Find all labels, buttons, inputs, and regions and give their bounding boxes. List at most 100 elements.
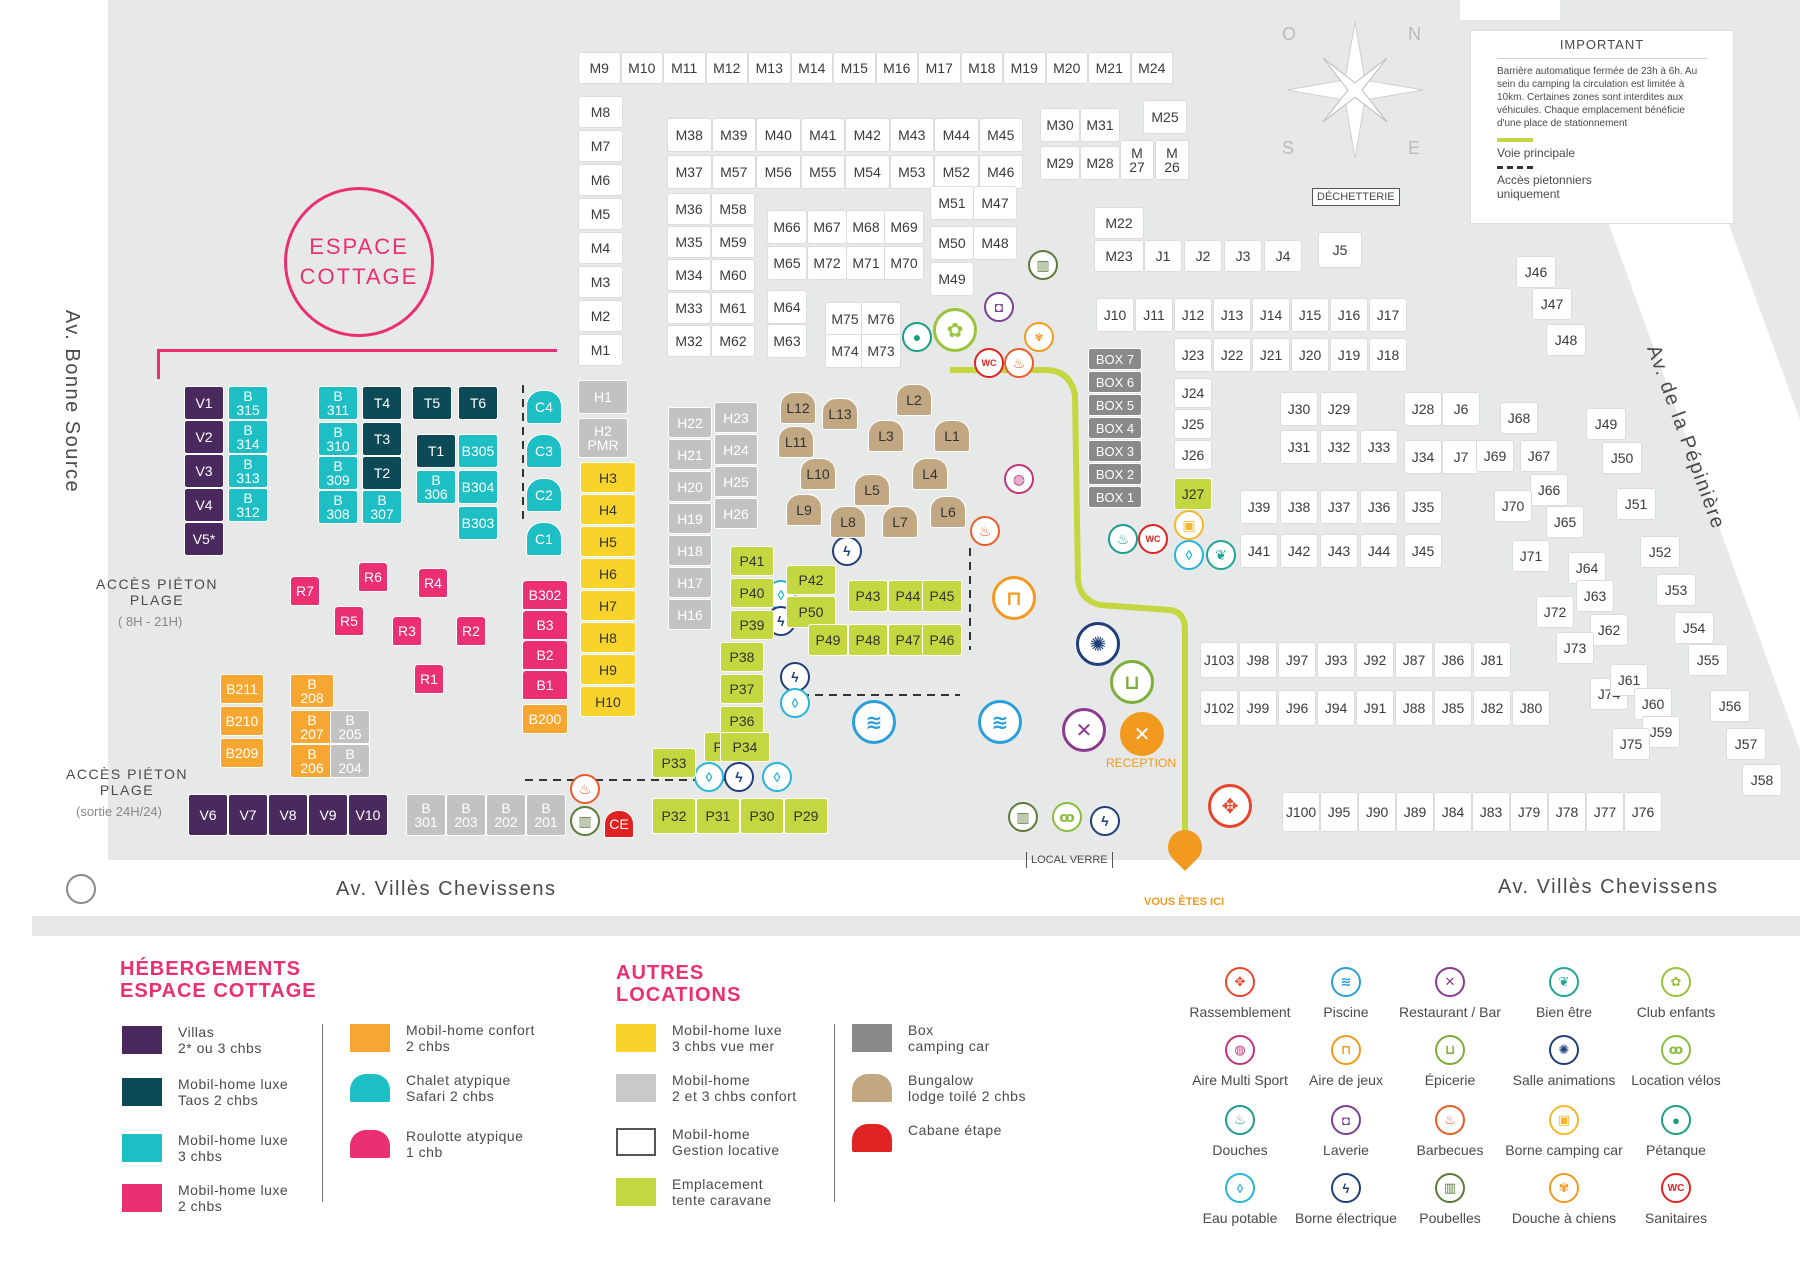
unit-h17[interactable]: H17 (668, 567, 712, 598)
unit-m17[interactable]: M17 (918, 52, 961, 84)
unit-m59[interactable]: M59 (711, 226, 755, 258)
unit-p33[interactable]: P33 (652, 748, 696, 778)
barbecue-icon-1[interactable]: ♨ (1004, 348, 1034, 378)
unit-b210[interactable]: B210 (220, 706, 264, 736)
unit-t4[interactable]: T4 (362, 386, 402, 420)
unit-m55[interactable]: M55 (800, 155, 845, 189)
unit-m22[interactable]: M22 (1094, 207, 1144, 239)
unit-r4[interactable]: R4 (418, 568, 448, 598)
unit-b202[interactable]: B 202 (486, 794, 526, 836)
unit-h16[interactable]: H16 (668, 599, 712, 630)
unit-m6[interactable]: M6 (578, 164, 623, 196)
unit-b3[interactable]: B3 (522, 610, 568, 640)
unit-p43[interactable]: P43 (848, 580, 888, 612)
unit-m47[interactable]: M47 (973, 186, 1017, 220)
unit-b2[interactable]: B2 (522, 640, 568, 670)
unit-r6[interactable]: R6 (358, 562, 388, 592)
unit-b312[interactable]: B 312 (228, 488, 268, 522)
unit-v6[interactable]: V6 (188, 794, 228, 836)
unit-t6[interactable]: T6 (458, 386, 498, 420)
unit-j6[interactable]: J6 (1442, 392, 1480, 426)
unit-m42[interactable]: M42 (845, 118, 890, 152)
unit-box5[interactable]: BOX 5 (1088, 394, 1142, 416)
unit-m29[interactable]: M29 (1040, 146, 1080, 180)
unit-p46[interactable]: P46 (922, 624, 962, 656)
dog-shower-icon[interactable]: ✾ (1024, 322, 1054, 352)
unit-j44[interactable]: J44 (1360, 534, 1398, 568)
pool-icon-1[interactable]: ≋ (852, 700, 896, 744)
unit-j50[interactable]: J50 (1602, 442, 1642, 474)
unit-j33[interactable]: J33 (1360, 430, 1398, 464)
unit-b310[interactable]: B 310 (318, 422, 358, 456)
unit-h21[interactable]: H21 (668, 439, 712, 470)
unit-j54[interactable]: J54 (1674, 612, 1714, 644)
water-icon-5[interactable]: ◊ (762, 762, 792, 792)
unit-j69[interactable]: J69 (1476, 440, 1514, 472)
unit-j42[interactable]: J42 (1280, 534, 1318, 568)
unit-h25[interactable]: H25 (714, 466, 758, 497)
unit-j75[interactable]: J75 (1612, 728, 1650, 760)
unit-j55[interactable]: J55 (1688, 644, 1728, 676)
unit-j63[interactable]: J63 (1576, 580, 1614, 612)
unit-j92[interactable]: J92 (1356, 642, 1394, 678)
unit-j57[interactable]: J57 (1726, 728, 1766, 760)
unit-b311[interactable]: B 311 (318, 386, 358, 420)
unit-m73[interactable]: M73 (861, 334, 901, 368)
unit-h24[interactable]: H24 (714, 434, 758, 465)
unit-m49[interactable]: M49 (930, 262, 974, 296)
unit-box4[interactable]: BOX 4 (1088, 417, 1142, 439)
electric-icon-1[interactable]: ϟ (1090, 806, 1120, 836)
unit-m67[interactable]: M67 (807, 210, 847, 244)
trash-icon-2[interactable]: ▥ (570, 806, 600, 836)
unit-h7[interactable]: H7 (580, 590, 636, 621)
unit-h19[interactable]: H19 (668, 503, 712, 534)
unit-p48[interactable]: P48 (848, 624, 888, 656)
unit-j52[interactable]: J52 (1640, 536, 1680, 568)
unit-h23[interactable]: H23 (714, 402, 758, 433)
unit-b304[interactable]: B304 (458, 470, 498, 504)
unit-j79[interactable]: J79 (1510, 792, 1548, 832)
unit-j91[interactable]: J91 (1356, 690, 1394, 726)
unit-r7[interactable]: R7 (290, 576, 320, 606)
unit-b207[interactable]: B 207 (290, 710, 334, 744)
unit-b309[interactable]: B 309 (318, 456, 358, 490)
playground-icon[interactable]: ⊓ (992, 576, 1036, 620)
unit-m31[interactable]: M31 (1080, 108, 1120, 142)
unit-j49[interactable]: J49 (1586, 408, 1626, 440)
unit-j86[interactable]: J86 (1434, 642, 1472, 678)
unit-m11[interactable]: M11 (663, 52, 706, 84)
unit-m61[interactable]: M61 (711, 292, 755, 324)
unit-j38[interactable]: J38 (1280, 490, 1318, 524)
unit-t2[interactable]: T2 (362, 456, 402, 490)
unit-j29[interactable]: J29 (1320, 392, 1358, 426)
unit-p31[interactable]: P31 (696, 798, 740, 834)
unit-b211[interactable]: B211 (220, 674, 264, 704)
unit-j88[interactable]: J88 (1395, 690, 1433, 726)
unit-j10[interactable]: J10 (1096, 298, 1134, 332)
unit-p45[interactable]: P45 (922, 580, 962, 612)
unit-p41[interactable]: P41 (730, 546, 774, 576)
gathering-icon[interactable]: ✥ (1208, 784, 1252, 828)
barbecue-icon-2[interactable]: ♨ (970, 516, 1000, 546)
unit-h20[interactable]: H20 (668, 471, 712, 502)
unit-m7[interactable]: M7 (578, 130, 623, 162)
unit-m8[interactable]: M8 (578, 96, 623, 128)
unit-j5[interactable]: J5 (1318, 232, 1362, 268)
unit-j93[interactable]: J93 (1317, 642, 1355, 678)
unit-j70[interactable]: J70 (1494, 490, 1532, 522)
unit-j89[interactable]: J89 (1396, 792, 1434, 832)
unit-j67[interactable]: J67 (1520, 440, 1558, 472)
unit-box2[interactable]: BOX 2 (1088, 463, 1142, 485)
unit-j100[interactable]: J100 (1282, 792, 1320, 832)
trash-icon-1[interactable]: ▥ (1028, 250, 1058, 280)
unit-b205[interactable]: B 205 (330, 710, 370, 744)
unit-l9[interactable]: L9 (786, 494, 822, 526)
unit-c1[interactable]: C1 (526, 522, 562, 556)
unit-l3[interactable]: L3 (868, 420, 904, 452)
unit-b307[interactable]: B 307 (362, 490, 402, 524)
unit-j17[interactable]: J17 (1369, 298, 1407, 332)
unit-j22[interactable]: J22 (1213, 338, 1251, 372)
unit-p38[interactable]: P38 (720, 642, 764, 672)
unit-j30[interactable]: J30 (1280, 392, 1318, 426)
unit-j32[interactable]: J32 (1320, 430, 1358, 464)
